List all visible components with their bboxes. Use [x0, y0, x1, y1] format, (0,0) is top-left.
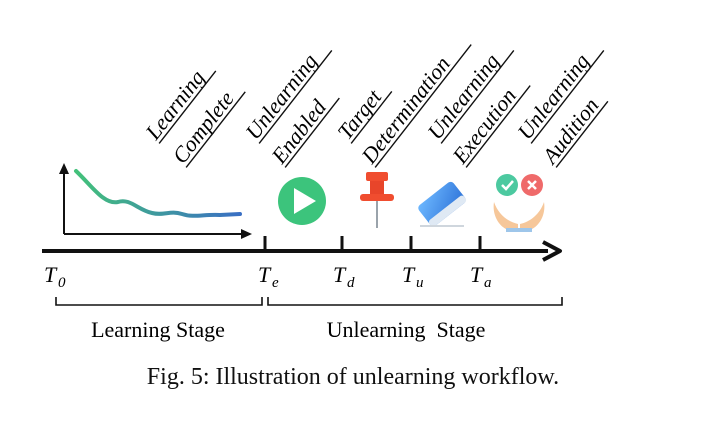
- svg-text:a: a: [484, 275, 492, 291]
- tick-label-tu: T u: [402, 262, 424, 291]
- svg-text:u: u: [416, 275, 424, 291]
- svg-text:e: e: [272, 275, 279, 291]
- svg-text:d: d: [347, 275, 355, 291]
- phase-label-unlearning-enabled: Unlearning Enabled: [240, 49, 340, 169]
- svg-text:T: T: [470, 262, 484, 287]
- figure-caption: Fig. 5: Illustration of unlearning workf…: [146, 364, 560, 390]
- svg-text:T: T: [44, 262, 58, 287]
- push-pin-icon: [360, 172, 394, 228]
- tick-label-ta: T a: [470, 262, 492, 291]
- audit-hands-icon: [493, 174, 545, 232]
- unlearning-stage-label: Unlearning Stage: [327, 317, 486, 342]
- phase-underline: [374, 44, 472, 168]
- learning-stage-label: Learning Stage: [91, 317, 225, 342]
- phase-underline: [350, 91, 393, 144]
- eraser-icon: [418, 181, 467, 227]
- play-button-icon: [278, 177, 326, 225]
- svg-text:T: T: [258, 262, 272, 287]
- phase-underline: [185, 91, 246, 168]
- phase-underline: [555, 100, 609, 168]
- phase-label-learning-complete: Learning Complete: [140, 65, 246, 168]
- phase-underline: [465, 85, 531, 168]
- phase-underline: [530, 50, 605, 144]
- phase-underline: [258, 50, 333, 144]
- tick-label-td: T d: [333, 262, 355, 291]
- svg-text:T: T: [402, 262, 416, 287]
- learning-curve-icon: [59, 163, 252, 239]
- learning-stage-bracket: [55, 297, 263, 306]
- svg-text:0: 0: [58, 275, 66, 291]
- unlearning-stage-bracket: [267, 297, 563, 306]
- phase-label-unlearning-audition: Unlearning Audition: [512, 49, 609, 170]
- tick-label-t0: T 0: [44, 262, 66, 291]
- phase-underline: [284, 97, 340, 168]
- phase-underline: [158, 70, 217, 144]
- svg-text:T: T: [333, 262, 347, 287]
- phase-underline: [440, 50, 515, 144]
- timeline-axis: [42, 236, 562, 262]
- tick-label-te: T e: [258, 262, 279, 291]
